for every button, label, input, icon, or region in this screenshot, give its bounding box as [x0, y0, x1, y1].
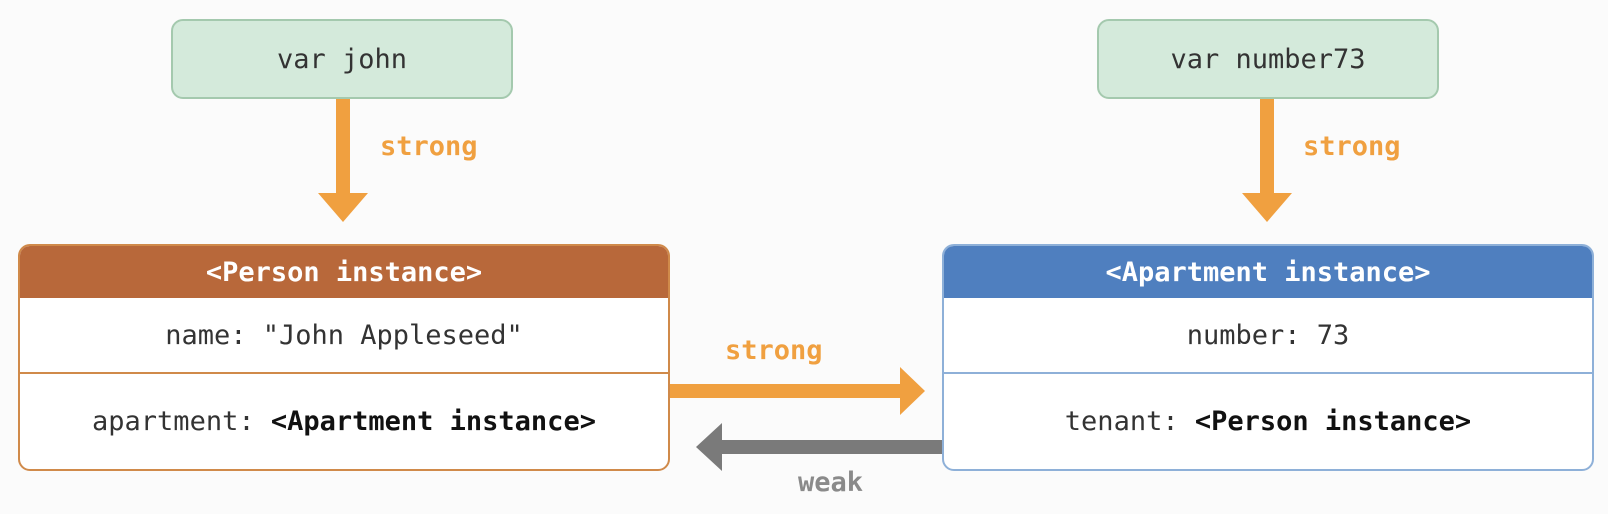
person-apartment-row: apartment: <Apartment instance> [20, 374, 668, 469]
variable-john-label: var john [276, 43, 408, 75]
person-instance-title: <Person instance> [20, 246, 668, 298]
variable-number73-label: var number73 [1170, 43, 1366, 75]
apartment-instance-title: <Apartment instance> [944, 246, 1592, 298]
arrow-number73-to-apartment [1242, 99, 1292, 222]
apartment-tenant-value: <Person instance> [1194, 406, 1472, 437]
person-apartment-key: apartment: [92, 406, 271, 437]
variable-number73: var number73 [1097, 19, 1439, 99]
apartment-tenant-key: tenant: [1064, 406, 1195, 437]
apartment-number-text: number: 73 [1186, 319, 1350, 351]
apartment-tenant-row: tenant: <Person instance> [944, 374, 1592, 469]
label-strong-number73: strong [1303, 131, 1401, 162]
person-name-text: name: "John Appleseed" [165, 319, 523, 351]
label-strong-john: strong [380, 131, 478, 162]
apartment-number-row: number: 73 [944, 298, 1592, 374]
person-apartment-value: <Apartment instance> [270, 406, 596, 437]
person-instance-box: <Person instance> name: "John Appleseed"… [18, 244, 670, 471]
label-strong-person-to-apartment: strong [725, 335, 823, 366]
variable-john: var john [171, 19, 513, 99]
label-weak-apartment-to-person: weak [798, 467, 864, 498]
apartment-instance-box: <Apartment instance> number: 73 tenant: … [942, 244, 1594, 471]
arrow-john-to-person [318, 99, 368, 222]
arrow-person-to-apartment [670, 367, 925, 415]
person-name-row: name: "John Appleseed" [20, 298, 668, 374]
arrow-apartment-to-person [696, 423, 942, 471]
